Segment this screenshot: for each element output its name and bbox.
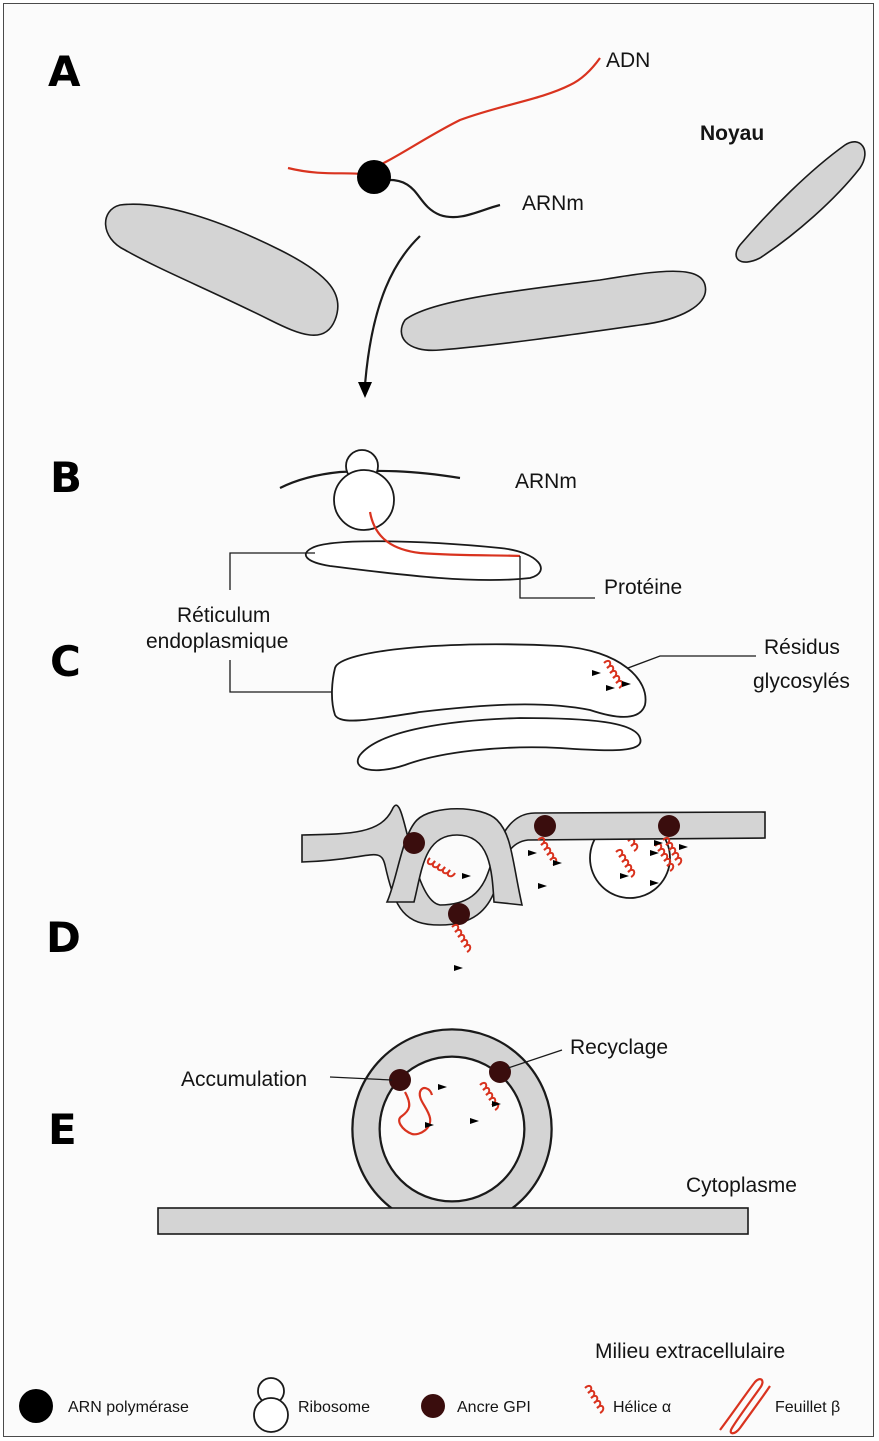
er-membrane-b — [306, 541, 541, 580]
panel-a: ADN Noyau ARNm — [106, 49, 865, 398]
glycosylation-mark-icon — [454, 965, 463, 971]
er-cisterna-upper — [332, 644, 646, 720]
legend-label-0: ARN polymérase — [68, 1399, 189, 1416]
label-recyclage: Recyclage — [570, 1036, 668, 1059]
helix-d — [428, 858, 455, 876]
label-adn: ADN — [606, 49, 650, 72]
reticulum-leader-bottom — [230, 660, 345, 692]
er-cisterna-lower — [358, 718, 641, 770]
mrna-strand-a — [385, 180, 500, 217]
plasma-membrane-e — [158, 1208, 748, 1234]
step-a-label: A — [48, 47, 81, 96]
ribosome-icon-large — [254, 1398, 288, 1432]
step-e-label: E — [48, 1105, 77, 1154]
feuillet-beta-icon — [720, 1379, 770, 1433]
step-b-label: B — [50, 453, 82, 502]
panel-e: Accumulation Recyclage Cytoplasme Milieu… — [158, 1029, 797, 1363]
plasma-membrane-d — [302, 805, 765, 925]
glycosylation-mark-icon — [462, 873, 471, 879]
legend-label-4: Feuillet β — [775, 1399, 840, 1416]
ribosome-large-subunit — [334, 470, 394, 530]
ancre-gpi-icon — [389, 1069, 411, 1091]
helice-alpha-icon — [585, 1386, 603, 1413]
ancre-gpi-icon — [534, 815, 556, 837]
arrow-head-icon — [358, 382, 372, 398]
helix-d — [452, 925, 470, 952]
label-reticulum-2: endoplasmique — [146, 630, 288, 653]
arrow-a-to-b — [365, 236, 420, 385]
panel-c: Résidus glycosylés — [230, 636, 850, 770]
label-residus-2: glycosylés — [753, 670, 850, 693]
legend-label-1: Ribosome — [298, 1399, 370, 1416]
label-noyau: Noyau — [700, 122, 764, 145]
panel-d — [302, 805, 765, 971]
label-proteine: Protéine — [604, 576, 682, 599]
arn-polymerase-icon — [19, 1389, 53, 1423]
label-milieu: Milieu extracellulaire — [595, 1340, 785, 1363]
residus-leader-line — [628, 656, 756, 668]
label-accumulation: Accumulation — [181, 1068, 307, 1091]
label-arnm-b: ARNm — [515, 470, 577, 493]
label-cytoplasme: Cytoplasme — [686, 1174, 797, 1197]
legend-label-2: Ancre GPI — [457, 1399, 531, 1416]
ancre-gpi-icon — [658, 815, 680, 837]
glycosylation-mark-icon — [679, 844, 688, 850]
glycosylation-mark-icon — [538, 883, 547, 889]
label-residus-1: Résidus — [764, 636, 840, 659]
step-c-label: C — [50, 637, 81, 686]
ancre-gpi-icon — [448, 903, 470, 925]
legend: ARN polymérase Ribosome Ancre GPI Hélice… — [19, 1378, 840, 1433]
step-d-label: D — [46, 913, 81, 962]
dome — [387, 809, 522, 905]
reticulum-leader-top — [230, 553, 315, 590]
panel-b: ARNm Protéine Réticulum endoplasmique — [146, 450, 682, 653]
ancre-gpi-icon — [421, 1394, 445, 1418]
label-arnm-a: ARNm — [522, 192, 584, 215]
chromatin-right — [401, 271, 705, 350]
chromatin-left — [106, 204, 338, 335]
ancre-gpi-icon — [403, 832, 425, 854]
arn-polymerase-icon — [357, 160, 391, 194]
legend-label-3: Hélice α — [613, 1399, 671, 1416]
ancre-gpi-icon — [489, 1061, 511, 1083]
glycosylation-mark-icon — [553, 860, 562, 866]
label-reticulum-1: Réticulum — [177, 604, 270, 627]
dna-strand — [288, 58, 600, 174]
glycosylation-mark-icon — [528, 850, 537, 856]
chromatin-top-right — [736, 142, 865, 262]
